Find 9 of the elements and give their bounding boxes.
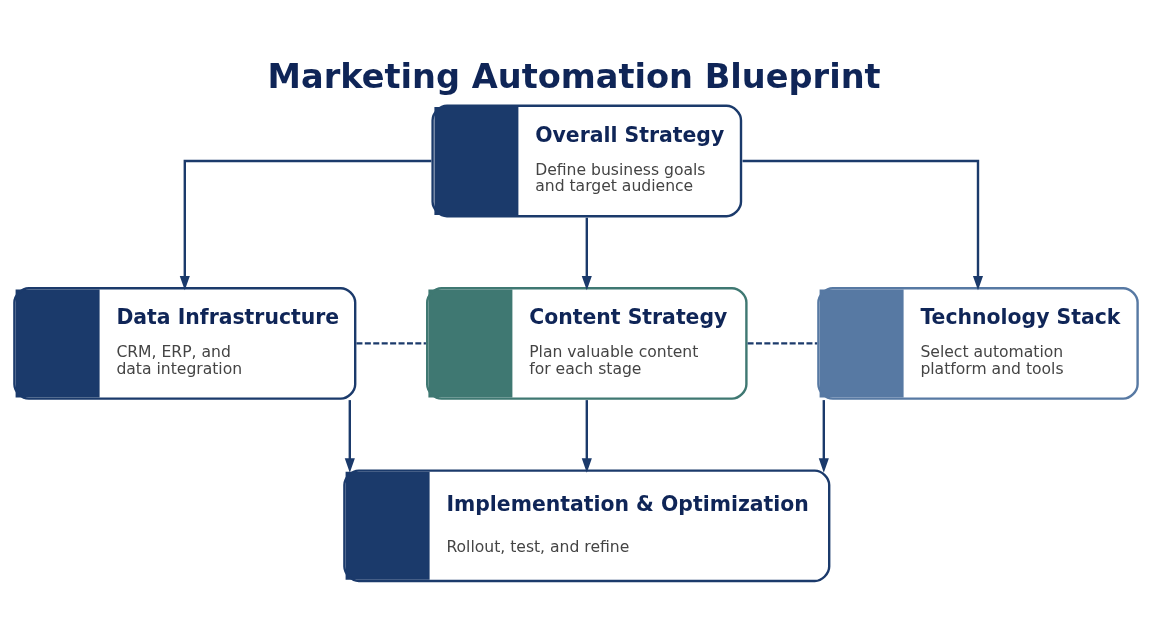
connector [747, 342, 818, 345]
arrow [581, 400, 592, 473]
arrow [742, 159, 984, 291]
arrow [344, 400, 355, 473]
arrow [581, 217, 592, 291]
connector [356, 342, 426, 345]
arrow [179, 159, 432, 291]
arrow [818, 400, 829, 473]
diagram-title: Marketing Automation Blueprint [267, 57, 881, 97]
